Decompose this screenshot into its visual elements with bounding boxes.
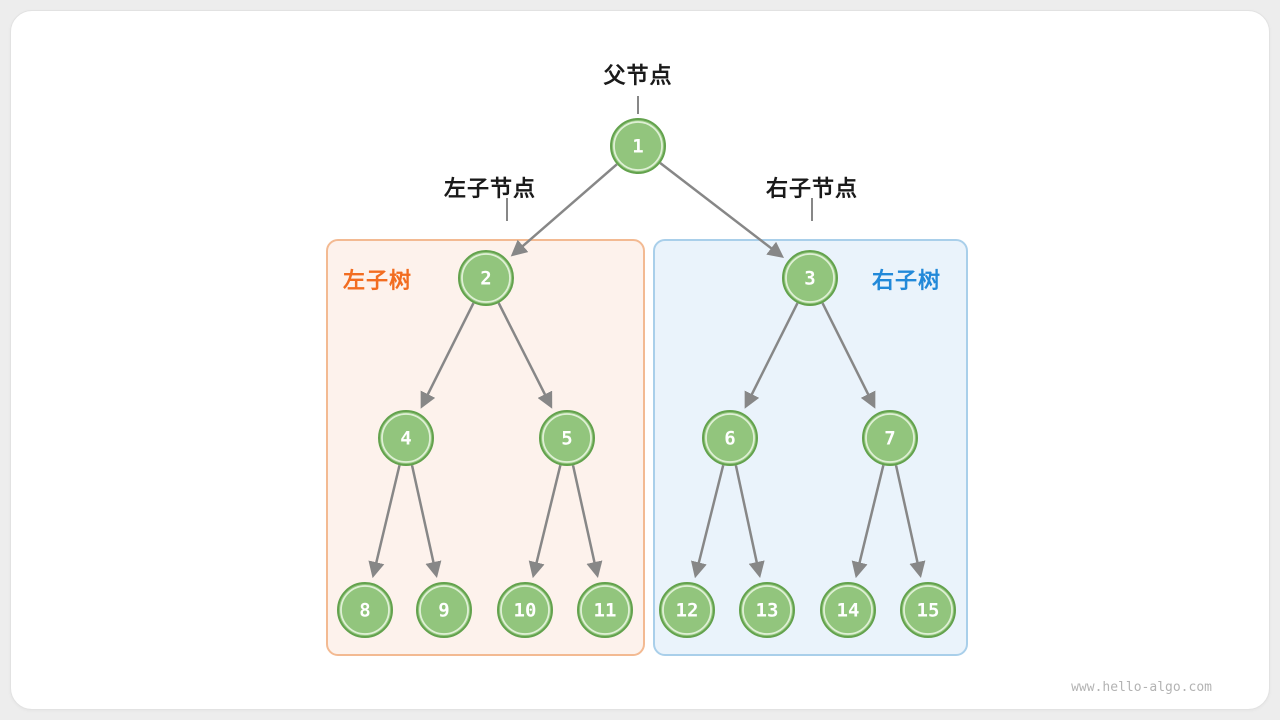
left-child-label: 左子节点 bbox=[443, 176, 537, 201]
right-child-label: 右子节点 bbox=[765, 176, 859, 201]
left-subtree-label: 左子树 bbox=[343, 268, 413, 293]
left-subtree-box bbox=[326, 239, 645, 656]
parent-node-label: 父节点 bbox=[603, 63, 673, 88]
right-subtree-box bbox=[653, 239, 968, 656]
watermark: www.hello-algo.com bbox=[1071, 680, 1212, 695]
right-subtree-label: 右子树 bbox=[872, 268, 942, 293]
